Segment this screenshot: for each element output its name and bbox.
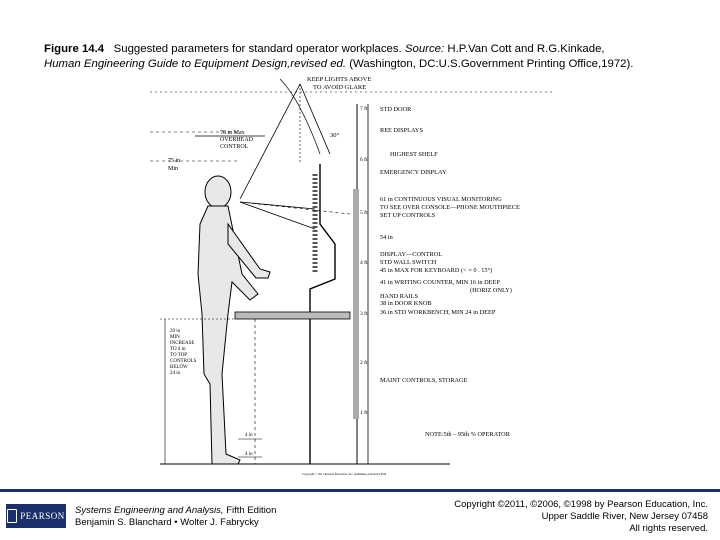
height-notes: STD DOOR REE DISPLAYS HIGHEST SHELF EMER…	[380, 106, 520, 438]
footer-book-title: Systems Engineering and Analysis,	[75, 505, 224, 516]
caption-text: Suggested parameters for standard operat…	[113, 43, 402, 55]
footer-authors: Benjamin S. Blanchard • Wolter J. Fabryc…	[75, 517, 259, 528]
overhead-3: CONTROL	[220, 144, 249, 150]
footer-address: Upper Saddle River, New Jersey 07458	[541, 511, 708, 522]
overhead-2: OVERHEAD	[220, 137, 254, 143]
left-note-7: 24 in	[170, 371, 181, 376]
note-std-door: STD DOOR	[380, 106, 412, 113]
left-note-3: TO 4 in	[170, 347, 186, 352]
left-note-0: 20 in	[170, 329, 181, 334]
note-54in: 54 in	[380, 234, 394, 241]
left-note-1: MIN	[170, 335, 180, 340]
diagram-small-copyright: Copyright © 2011 Pearson Education, Inc.…	[302, 471, 386, 477]
note-horiz: (HORIZ ONLY)	[470, 287, 512, 294]
note-display-control: DISPLAY—CONTROL	[380, 251, 442, 258]
scale-4ft: 4 ft	[360, 259, 368, 266]
figure-caption: Figure 14.4 Suggested parameters for sta…	[44, 42, 704, 72]
top-label-2: TO AVOID GLARE	[313, 84, 366, 91]
note-61in: 61 in CONTINUOUS VISUAL MONITORING	[380, 196, 502, 203]
pearson-logo-icon	[7, 509, 18, 523]
scale-5ft: 5 ft	[360, 209, 368, 216]
footer-copyright-line: Copyright ©2011, ©2006, ©1998 by Pearson…	[454, 499, 708, 510]
left-note: 20 in MIN INCREASE TO 4 in TO TOP CONTRO…	[170, 329, 197, 376]
note-set-up: SET UP CONTROLS	[380, 212, 436, 219]
top-label-1: KEEP LIGHTS ABOVE	[307, 76, 371, 83]
pearson-logo: PEARSON	[6, 504, 66, 528]
angle-label: 30°	[330, 132, 340, 139]
note-highest-shelf: HIGHEST SHELF	[390, 151, 438, 158]
left-note-2: INCREASE	[170, 341, 194, 346]
note-41in: 41 in WRITING COUNTER, MIN 16 in DEEP	[380, 279, 500, 286]
left-note-5: CONTROLS	[170, 359, 197, 364]
left-note-4: TO TOP	[170, 353, 187, 358]
footer-rights: All rights reserved.	[629, 523, 708, 534]
dim-4in-b: 4 in	[245, 452, 253, 457]
footer-copyright: Copyright ©2011, ©2006, ©1998 by Pearson…	[454, 499, 708, 535]
caption-publisher: (Washington, DC:U.S.Government Printing …	[349, 58, 634, 70]
scale-6ft: 6 ft	[360, 156, 368, 163]
left-note-6: BELOW	[170, 365, 188, 370]
footer-edition: Fifth Edition	[226, 505, 277, 516]
workplace-diagram: KEEP LIGHTS ABOVE TO AVOID GLARE 30° 78 …	[150, 76, 555, 477]
dim-4in-a: 4 in	[245, 433, 253, 438]
note-operator: NOTE:5th – 95th % OPERATOR	[425, 431, 511, 438]
pearson-logo-text: PEARSON	[20, 511, 65, 521]
footer-book: Systems Engineering and Analysis, Fifth …	[75, 505, 276, 529]
note-45in: 45 in MAX FOR KEYBOARD (< = 0 . 15°)	[380, 267, 492, 274]
scale-2ft: 2 ft	[360, 359, 368, 366]
scale-1ft: 1 ft	[360, 409, 368, 416]
note-38in: 38 in DOOR KNOB	[380, 300, 432, 307]
note-hand-rails: HAND RAILS	[380, 293, 418, 300]
note-maint: MAINT CONTROLS, STORAGE	[380, 377, 468, 384]
figure-label: Figure 14.4	[44, 43, 105, 55]
caption-authors: H.P.Van Cott and R.G.Kinkade,	[447, 43, 605, 55]
min-reach-2: Min	[168, 166, 178, 172]
note-see-over: TO SEE OVER CONSOLE—PHONE MOUTHPIECE	[380, 204, 520, 211]
note-ree-displays: REE DISPLAYS	[380, 127, 423, 134]
operator-figure	[197, 175, 271, 465]
overhead-1: 78 in Max	[220, 130, 245, 136]
caption-book-title: Human Engineering Guide to Equipment Des…	[44, 58, 347, 70]
min-reach-1: 75 in	[168, 158, 180, 164]
note-wall-switch: STD WALL SWITCH	[380, 259, 437, 266]
footer-rule	[0, 489, 720, 492]
caption-source-label: Source:	[404, 43, 445, 55]
scale-3ft: 3 ft	[360, 310, 368, 317]
note-36in: 36 in STD WORKBENCH, MIN 24 in DEEP	[380, 309, 496, 316]
note-emergency-display: EMERGENCY DISPLAY	[380, 169, 447, 176]
scale-7ft: 7 ft	[360, 105, 368, 112]
